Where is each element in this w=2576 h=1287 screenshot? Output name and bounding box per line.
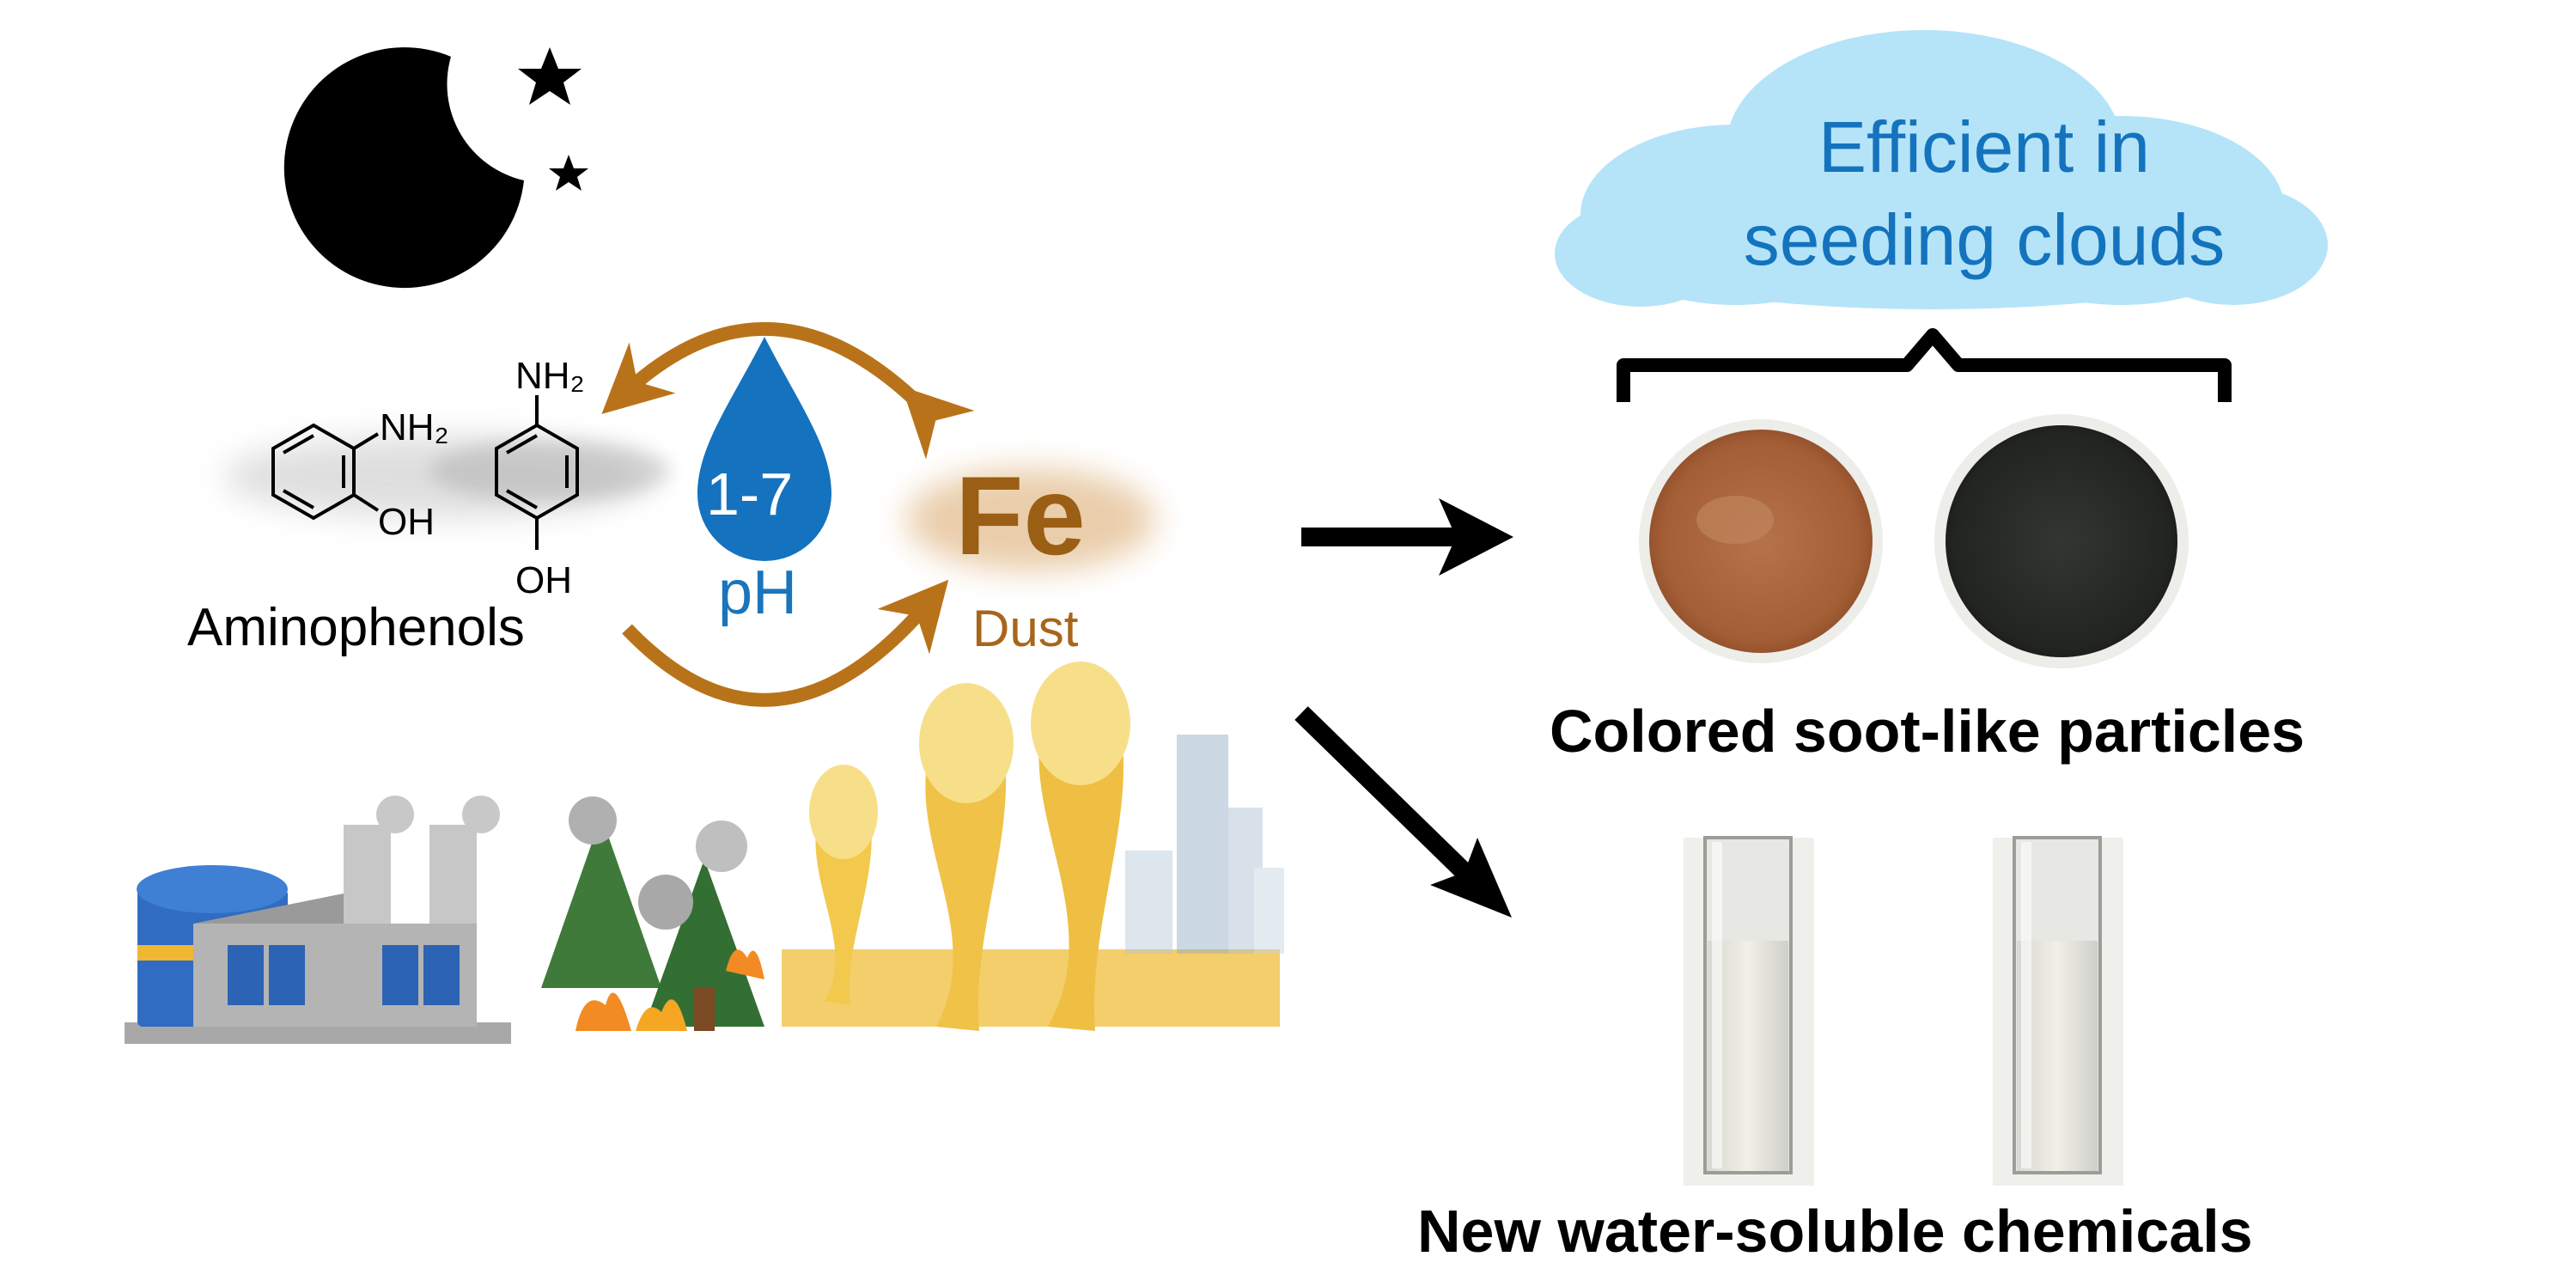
oh-label-left: OH <box>378 501 435 543</box>
ph-label: pH <box>718 558 798 627</box>
soot-particles-label: Colored soot-like particles <box>1550 698 2305 765</box>
star-icon <box>549 155 588 191</box>
arrow-to-chemicals <box>1294 706 1512 918</box>
vial-left <box>1684 836 1814 1186</box>
cloud-shape <box>1555 30 2328 309</box>
water-drop-icon <box>697 337 831 561</box>
cloud-line-2: seeding clouds <box>1743 198 2226 280</box>
aminophenols-label: Aminophenols <box>187 598 525 657</box>
oh-label-right: OH <box>515 559 572 601</box>
vial-right <box>1993 836 2123 1186</box>
cloud-text: Efficient in seeding clouds <box>1572 101 2396 286</box>
ph-range-label: 1-7 <box>706 461 794 528</box>
dust-storm-icon <box>782 662 1280 1031</box>
water-soluble-chemicals-label: New water-soluble chemicals <box>1417 1198 2253 1265</box>
fe-label: Fe <box>955 453 1086 578</box>
black-particle-cup <box>1934 414 2189 668</box>
nh2-label-right: NH₂ <box>515 355 585 397</box>
nh2-label-left: NH₂ <box>380 406 449 448</box>
cycle-arrow-bottom <box>622 579 949 707</box>
brown-particle-cup <box>1639 419 1883 663</box>
cycle-arrow-top <box>601 321 975 460</box>
cloud-line-1: Efficient in <box>1818 107 2150 187</box>
bracket <box>1617 328 2232 402</box>
moon-icon <box>283 47 524 289</box>
wildfire-icon <box>541 796 764 1031</box>
star-icon <box>518 47 582 105</box>
4-aminophenol-structure <box>495 395 579 550</box>
city-skyline-icon <box>1125 735 1284 954</box>
arrow-to-particles <box>1301 498 1513 576</box>
2-aminophenol-structure <box>271 423 380 521</box>
factory-icon <box>125 796 511 1044</box>
dust-label: Dust <box>972 600 1079 657</box>
